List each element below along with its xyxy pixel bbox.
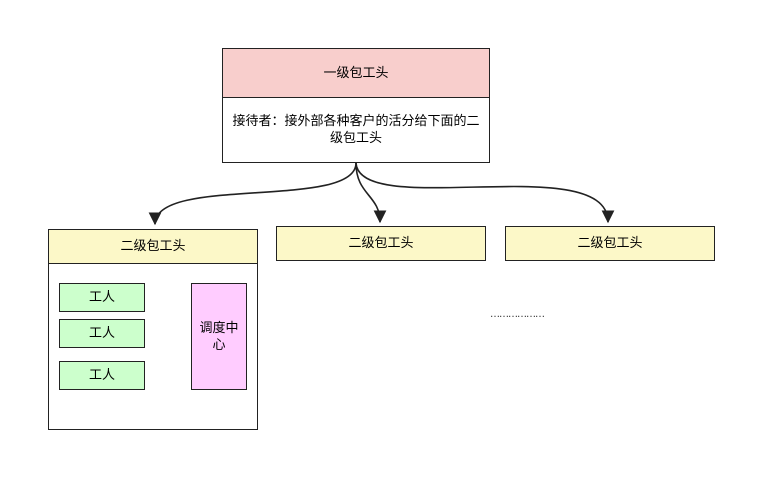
ellipsis-text: ……………… [490,309,545,320]
worker-node: 工人 [59,319,145,348]
top-node-description: 接待者：接外部各种客户的活分给下面的二级包工头 [222,97,490,163]
top-node-title: 一级包工头 [222,48,490,98]
level2-node-middle: 二级包工头 [276,226,486,261]
connector-to-left-level2 [148,162,357,226]
dispatch-center-node: 调度中心 [191,283,247,390]
connector-to-right-level2 [355,162,615,224]
worker-node: 工人 [59,361,145,390]
level2-node-left: 二级包工头 [48,229,258,264]
level2-node-right: 二级包工头 [505,226,715,261]
worker-node: 工人 [59,283,145,312]
connector-to-mid-level2 [355,162,387,224]
